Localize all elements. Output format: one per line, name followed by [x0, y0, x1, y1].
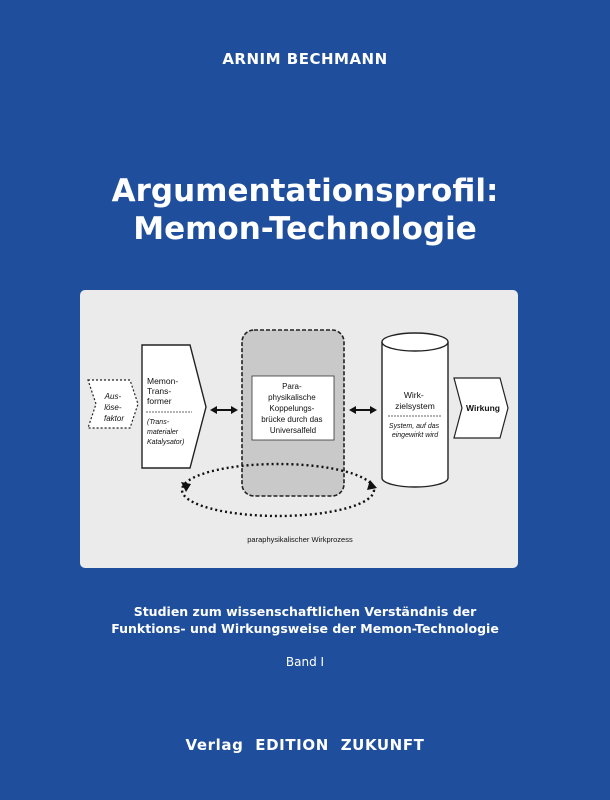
double-arrow-right [349, 406, 377, 414]
transformer-sub-line-2: materialer [147, 429, 179, 436]
subtitle: Studien zum wissenschaftlichen Verständn… [0, 603, 610, 637]
svg-text:Memon- Trans- form: Memon- Trans- former [147, 376, 181, 406]
author-name: ARNIM BECHMANN [222, 50, 388, 68]
svg-text:Wirk- zielsystem: Wirk- zielsystem [395, 390, 435, 411]
publisher: Verlag EDITION ZUKUNFT [0, 736, 610, 754]
title-line-1: Argumentationsprofil: [111, 173, 499, 209]
target-sub-line-1: System, auf das [389, 423, 440, 430]
publisher-part-3: ZUKUNFT [340, 736, 425, 754]
bridge-label-box [251, 375, 335, 441]
effect-label: Wirkung [466, 403, 500, 413]
transformer-sub-line-3: Katalysator) [147, 439, 184, 446]
trigger-shape [87, 379, 139, 429]
transformer-line-1: Memon- [147, 376, 178, 386]
transformer-line-3: former [147, 396, 172, 406]
target-cylinder [381, 332, 449, 488]
target-line-2: zielsystem [395, 401, 435, 411]
target-sub-line-2: eingewirkt wird [392, 432, 439, 439]
transformer-sub-line-1: (Trans- [147, 419, 170, 426]
process-diagram: Aus- löse- faktor Memon- Trans- former (… [87, 329, 509, 544]
transformer-shape [141, 344, 207, 469]
diagram-panel: Aus- löse- faktor Memon- Trans- former (… [80, 290, 518, 568]
svg-text:Para- physikalische: Para- physikalische Koppelungs- brücke d… [261, 382, 325, 435]
process-loop [180, 462, 376, 518]
process-label: paraphysikalischer Wirkprozess [247, 535, 353, 544]
trigger-line-3: faktor [104, 414, 124, 423]
trigger-line-1: Aus- [104, 392, 122, 401]
process-arrowhead-right [367, 480, 377, 490]
trigger-line-2: löse- [104, 403, 122, 412]
double-arrow-left [210, 406, 238, 414]
svg-text:Aus- löse- faktor: Aus- löse- faktor [104, 392, 125, 423]
target-line-1: Wirk- [404, 390, 424, 400]
bridge-line-2: physikalische [268, 393, 316, 402]
effect-shape [453, 377, 509, 439]
subtitle-line-2: Funktions- und Wirkungsweise der Memon-T… [111, 621, 499, 636]
bridge-line-1: Para- [282, 382, 302, 391]
bridge-line-3: Koppelungs- [269, 404, 314, 413]
bridge-line-5: Universalfeld [270, 426, 316, 435]
book-title: Argumentationsprofil: Memon-Technologie [0, 172, 610, 248]
transformer-line-2: Trans- [147, 386, 171, 396]
svg-text:System, auf das eingewir: System, auf das eingewirkt wird [389, 423, 441, 439]
bridge-line-4: brücke durch das [261, 415, 322, 424]
volume-label: Band I [285, 655, 325, 669]
publisher-part-2: EDITION [255, 736, 329, 754]
subtitle-line-1: Studien zum wissenschaftlichen Verständn… [133, 604, 477, 619]
process-arrowhead-left [181, 482, 191, 492]
svg-text:(Trans- materialer: (Trans- materialer Katalysator) [147, 419, 184, 446]
title-line-2: Memon-Technologie [133, 211, 477, 247]
publisher-part-1: Verlag [185, 736, 244, 754]
